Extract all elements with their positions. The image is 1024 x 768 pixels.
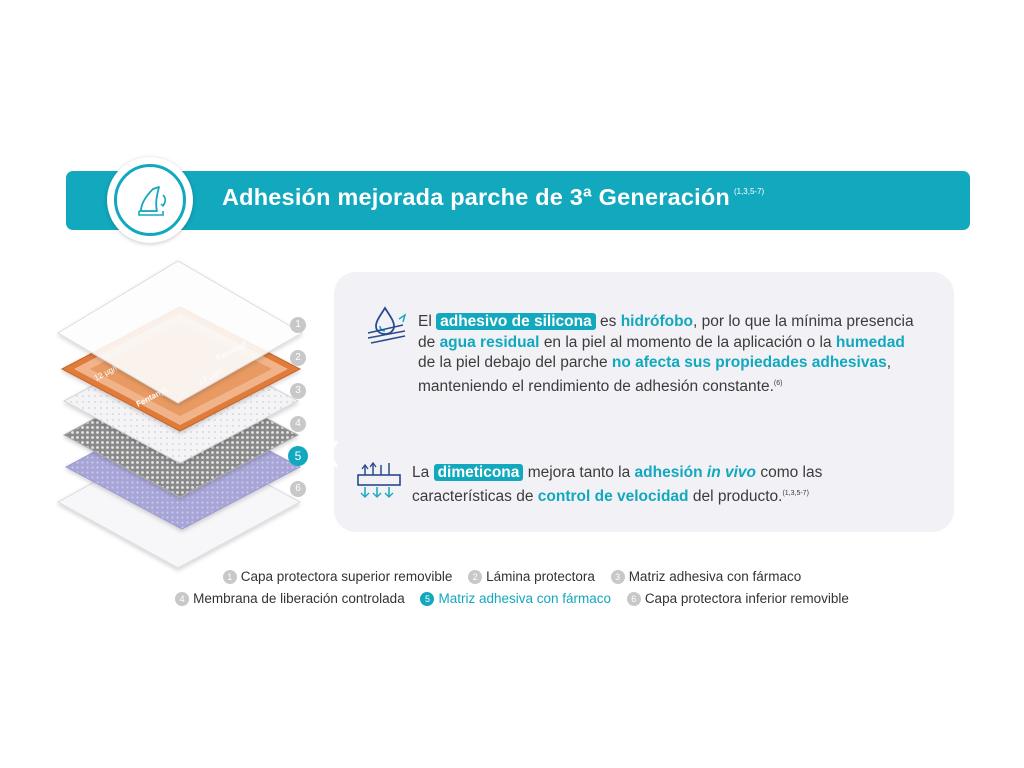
layer-number-6: 6 [290,481,306,497]
layer-number-5: 5 [288,446,308,466]
header-badge [107,157,193,243]
header-banner [66,171,970,230]
paragraph-silicone-reference: (6) [773,379,783,387]
paragraph-silicone: El adhesivo de silicona es hidrófobo, po… [418,313,914,395]
layer-1 [57,260,304,404]
water-drop-skin-icon [367,306,407,344]
adhesion-control-icon [357,461,401,498]
paragraph-dimethicone-reference: (1,3,5-7) [782,489,809,497]
patch-peel-icon [138,186,167,216]
title-reference: (1,3,5-7) [733,187,765,197]
paragraph-dimethicone: La dimeticona mejora tanto la adhesión i… [412,464,823,505]
page-title: Adhesión mejorada parche de 3ª Generació… [222,184,765,210]
chevrons-left-icon [320,440,339,468]
layer-number-1: 1 [290,317,306,333]
patch-layers-illustration: Fentanyl 12 µg/h 12 µg/h Fentanyl [56,260,304,569]
layer-number-4: 4 [290,416,306,432]
layer-number-3: 3 [290,383,306,399]
layer-number-2: 2 [290,350,306,366]
